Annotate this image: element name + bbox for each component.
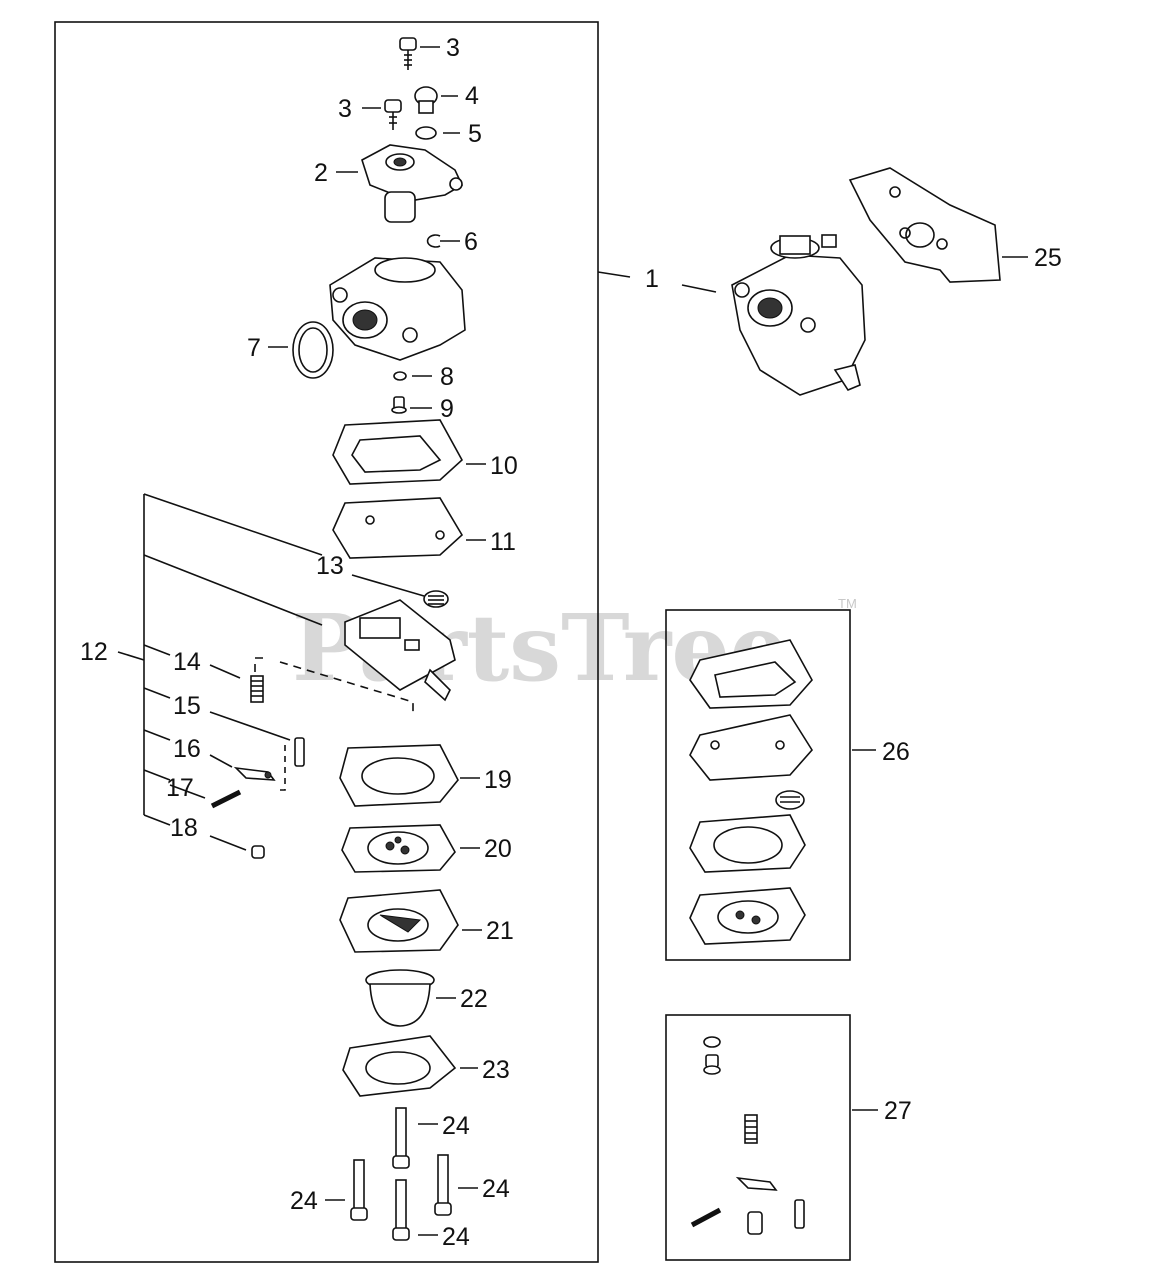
kit-27-frame: [665, 1014, 851, 1261]
kit-26-frame: [665, 609, 851, 961]
main-assembly-frame: [54, 21, 599, 1263]
label-16: 16: [173, 735, 201, 763]
label-15: 15: [173, 692, 201, 720]
label-2: 2: [314, 159, 328, 187]
kit-26-screen[interactable]: [775, 790, 805, 810]
kit-27-needle[interactable]: [794, 1199, 805, 1229]
label-24c: 24: [482, 1175, 510, 1203]
part-11-pump-diaphragm[interactable]: [332, 497, 464, 559]
label-25: 25: [1034, 244, 1062, 272]
part-14-spring[interactable]: [250, 675, 264, 703]
label-10: 10: [490, 452, 518, 480]
label-24a: 24: [442, 1112, 470, 1140]
leader-14: [209, 664, 241, 679]
part-24-screw-b[interactable]: [350, 1159, 368, 1221]
part-3-screw-top[interactable]: [399, 37, 417, 70]
label-23: 23: [482, 1056, 510, 1084]
carburetor-body[interactable]: [329, 257, 466, 361]
label-20: 20: [484, 835, 512, 863]
label-22: 22: [460, 985, 488, 1013]
part-25-insulator-gasket[interactable]: [848, 167, 1001, 283]
leader-1-left: [597, 271, 631, 278]
label-3a: 3: [446, 34, 460, 62]
leader-17: [169, 784, 206, 799]
label-17: 17: [166, 774, 194, 802]
kit-27-screw[interactable]: [747, 1211, 763, 1235]
watermark-trademark: TM: [838, 596, 857, 611]
part-5-washer[interactable]: [415, 126, 437, 140]
kit-26-metering-diaphragm[interactable]: [689, 887, 806, 945]
part-10-gasket[interactable]: [332, 419, 464, 485]
leader-16: [209, 754, 233, 768]
part-7-o-ring[interactable]: [292, 321, 334, 379]
label-8: 8: [440, 363, 454, 391]
label-4: 4: [465, 82, 479, 110]
label-7: 7: [247, 334, 261, 362]
part-1-carburetor-assembly[interactable]: [731, 234, 866, 396]
label-5: 5: [468, 120, 482, 148]
label-21: 21: [486, 917, 514, 945]
kit-26-gasket[interactable]: [689, 639, 813, 709]
part-15-inlet-needle[interactable]: [294, 737, 305, 767]
part-6-clip[interactable]: [426, 234, 441, 248]
label-26: 26: [882, 738, 910, 766]
kit-27-washer[interactable]: [703, 1036, 721, 1048]
label-24b: 24: [290, 1187, 318, 1215]
leader-1-right: [681, 284, 717, 293]
metering-body[interactable]: [344, 599, 456, 702]
part-8-washer[interactable]: [393, 371, 407, 381]
label-6: 6: [464, 228, 478, 256]
dashed-bracket-14: [254, 657, 414, 715]
part-13-fuel-screen[interactable]: [423, 590, 449, 608]
kit-26-gasket-round[interactable]: [689, 814, 806, 873]
part-24-screw-a[interactable]: [392, 1107, 410, 1169]
label-13: 13: [316, 552, 344, 580]
kit-27-check-valve[interactable]: [703, 1054, 721, 1075]
part-4-adjust-screw[interactable]: [414, 86, 438, 114]
part-3-screw-second[interactable]: [384, 99, 402, 130]
label-14: 14: [173, 648, 201, 676]
label-9: 9: [440, 395, 454, 423]
part-9-check-valve[interactable]: [391, 396, 407, 414]
label-24d: 24: [442, 1223, 470, 1251]
part-17-pin[interactable]: [210, 789, 242, 809]
part-24-screw-c[interactable]: [434, 1154, 452, 1216]
part-16-metering-lever[interactable]: [233, 766, 276, 781]
label-12: 12: [80, 638, 108, 666]
part-24-screw-d[interactable]: [392, 1179, 410, 1241]
label-27: 27: [884, 1097, 912, 1125]
part-23-bulb-retainer[interactable]: [342, 1035, 457, 1097]
dashed-bracket-15: [275, 745, 286, 791]
leader-13: [351, 574, 425, 597]
leader-18: [209, 835, 247, 851]
part-18-screw[interactable]: [251, 845, 265, 859]
part-19-gasket[interactable]: [339, 744, 459, 807]
part-20-metering-diaphragm[interactable]: [341, 824, 456, 873]
part-12-group-bracket: [117, 493, 323, 826]
label-1: 1: [645, 265, 659, 293]
kit-27-spring[interactable]: [744, 1114, 758, 1144]
label-3b: 3: [338, 95, 352, 123]
leader-15: [209, 711, 291, 741]
kit-27-pin[interactable]: [690, 1207, 722, 1228]
kit-26-pump-diaphragm[interactable]: [689, 714, 813, 781]
part-22-primer-bulb[interactable]: [365, 969, 435, 1027]
kit-27-lever[interactable]: [735, 1176, 778, 1191]
label-19: 19: [484, 766, 512, 794]
label-11: 11: [490, 528, 516, 556]
part-2-throttle-cover[interactable]: [361, 144, 464, 223]
label-18: 18: [170, 814, 198, 842]
part-21-metering-cover[interactable]: [339, 889, 459, 953]
